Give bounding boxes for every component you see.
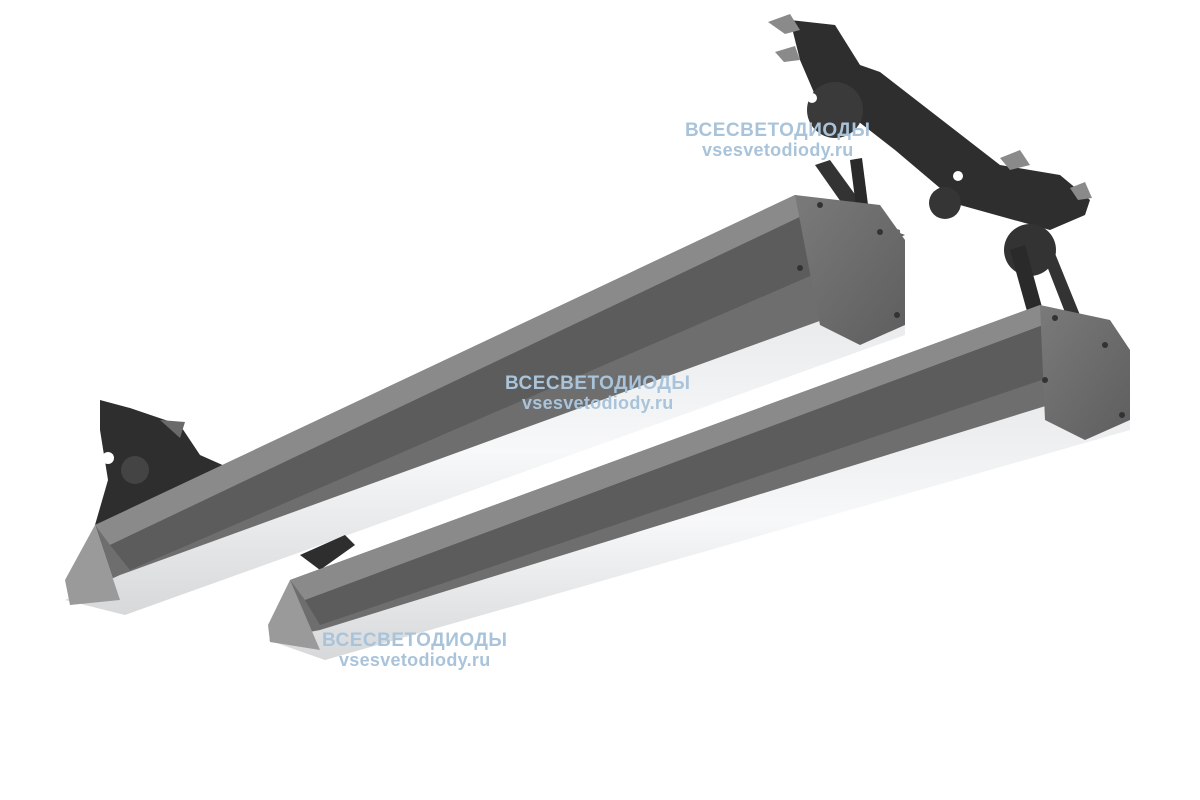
luminaire-upper [65,195,905,615]
top-mounting-bracket [768,14,1092,322]
luminaire-lower [268,305,1130,660]
